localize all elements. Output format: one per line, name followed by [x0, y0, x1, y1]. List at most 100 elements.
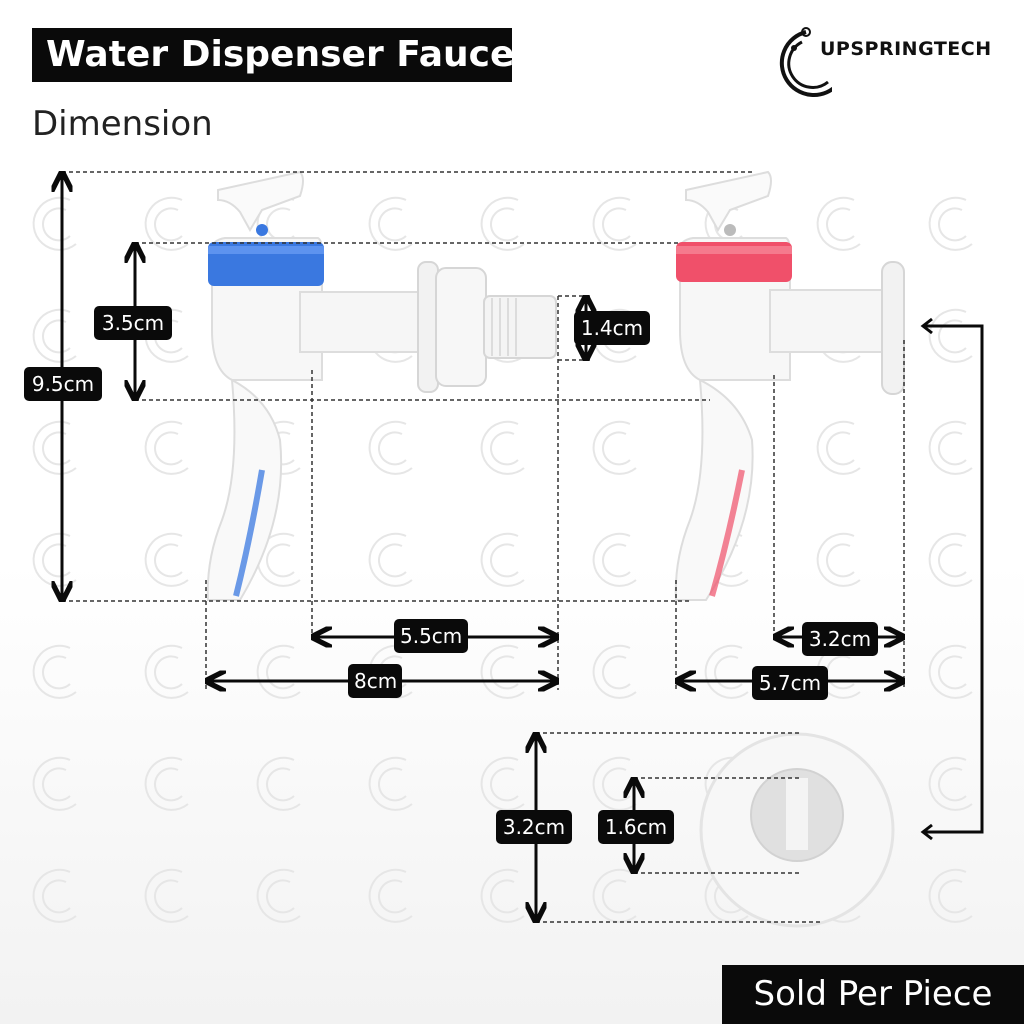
watermark-mark	[602, 543, 631, 578]
watermark-mark	[592, 756, 637, 811]
watermark-mark	[32, 196, 77, 251]
watermark-mark	[42, 879, 71, 914]
watermark-mark	[816, 196, 861, 251]
watermark-mark	[32, 868, 77, 923]
watermark-mark	[144, 420, 189, 475]
watermark-mark	[42, 431, 71, 466]
watermark-mark	[378, 207, 407, 242]
watermark-mark	[32, 532, 77, 587]
watermark-mark	[490, 543, 519, 578]
watermark-mark	[938, 207, 967, 242]
watermark-mark	[938, 319, 967, 354]
watermark-mark	[826, 655, 855, 690]
watermark-mark	[154, 431, 183, 466]
watermark-mark	[490, 207, 519, 242]
inner-diameter-label: 1.6cm	[598, 810, 674, 844]
watermark-mark	[266, 543, 295, 578]
watermark-mark	[32, 756, 77, 811]
watermark-mark	[938, 767, 967, 802]
watermark-mark	[480, 532, 525, 587]
watermark-mark	[266, 655, 295, 690]
watermark-mark	[378, 431, 407, 466]
total-height-label: 9.5cm	[24, 367, 102, 401]
watermark-mark	[32, 644, 77, 699]
watermark-mark	[378, 879, 407, 914]
watermark-mark	[144, 532, 189, 587]
watermark-mark	[592, 868, 637, 923]
watermark-mark	[154, 543, 183, 578]
watermark-mark	[592, 532, 637, 587]
watermark-mark	[368, 756, 413, 811]
watermark-mark	[602, 767, 631, 802]
watermark-mark	[928, 420, 973, 475]
flange-length-label: 3.2cm	[802, 622, 878, 656]
watermark-mark	[928, 868, 973, 923]
watermark-mark	[368, 532, 413, 587]
watermark-mark	[480, 196, 525, 251]
watermark-mark	[928, 756, 973, 811]
watermark-mark	[592, 644, 637, 699]
watermark-mark	[378, 767, 407, 802]
watermark-mark	[256, 868, 301, 923]
watermark-mark	[826, 207, 855, 242]
hot-faucet-image	[674, 170, 905, 601]
watermark-mark	[256, 756, 301, 811]
watermark-mark	[266, 879, 295, 914]
watermark-mark	[154, 879, 183, 914]
watermark-mark	[826, 431, 855, 466]
watermark-mark	[378, 543, 407, 578]
watermark-mark	[42, 543, 71, 578]
watermark-mark	[42, 319, 71, 354]
watermark-mark	[154, 655, 183, 690]
watermark-mark	[480, 868, 525, 923]
watermark-mark	[256, 644, 301, 699]
watermark-mark	[490, 879, 519, 914]
watermark-mark	[826, 543, 855, 578]
watermark-mark	[480, 644, 525, 699]
watermark-mark	[32, 420, 77, 475]
watermark-mark	[938, 879, 967, 914]
watermark-mark	[490, 767, 519, 802]
watermark-mark	[42, 655, 71, 690]
sold-per-piece-banner: Sold Per Piece	[722, 965, 1024, 1024]
flange-diameter-label: 3.2cm	[496, 810, 572, 844]
watermark-mark	[602, 207, 631, 242]
cold-faucet-image	[206, 170, 557, 601]
watermark-mark	[928, 308, 973, 363]
watermark-mark	[928, 532, 973, 587]
watermark-mark	[144, 644, 189, 699]
watermark-mark	[368, 868, 413, 923]
page-subtitle: Dimension	[32, 104, 213, 144]
watermark-mark	[602, 879, 631, 914]
watermark-mark	[592, 420, 637, 475]
watermark-mark	[368, 196, 413, 251]
watermark-mark	[938, 431, 967, 466]
watermark-mark	[714, 655, 743, 690]
brand-logo: UPSPRINGTECH	[772, 18, 1012, 98]
flange-front-view	[699, 732, 895, 928]
watermark-mark	[816, 532, 861, 587]
watermark-mark	[42, 207, 71, 242]
watermark-mark	[490, 655, 519, 690]
watermark-mark	[144, 756, 189, 811]
watermark-mark	[928, 196, 973, 251]
watermark-mark	[816, 420, 861, 475]
watermark-mark	[592, 196, 637, 251]
total-length-blue-label: 8cm	[348, 664, 402, 698]
watermark-mark	[42, 767, 71, 802]
watermark-mark	[480, 756, 525, 811]
watermark-mark	[266, 207, 295, 242]
inner-length-label: 5.5cm	[394, 619, 468, 653]
brand-name: UPSPRINGTECH	[820, 38, 992, 60]
watermark-mark	[490, 431, 519, 466]
watermark-mark	[144, 868, 189, 923]
watermark-mark	[602, 431, 631, 466]
watermark-mark	[480, 420, 525, 475]
watermark-mark	[266, 767, 295, 802]
watermark-mark	[704, 644, 749, 699]
body-height-label: 3.5cm	[94, 306, 172, 340]
nozzle-diameter-label: 1.4cm	[574, 311, 650, 345]
watermark-mark	[32, 308, 77, 363]
connector-bracket	[920, 317, 984, 841]
